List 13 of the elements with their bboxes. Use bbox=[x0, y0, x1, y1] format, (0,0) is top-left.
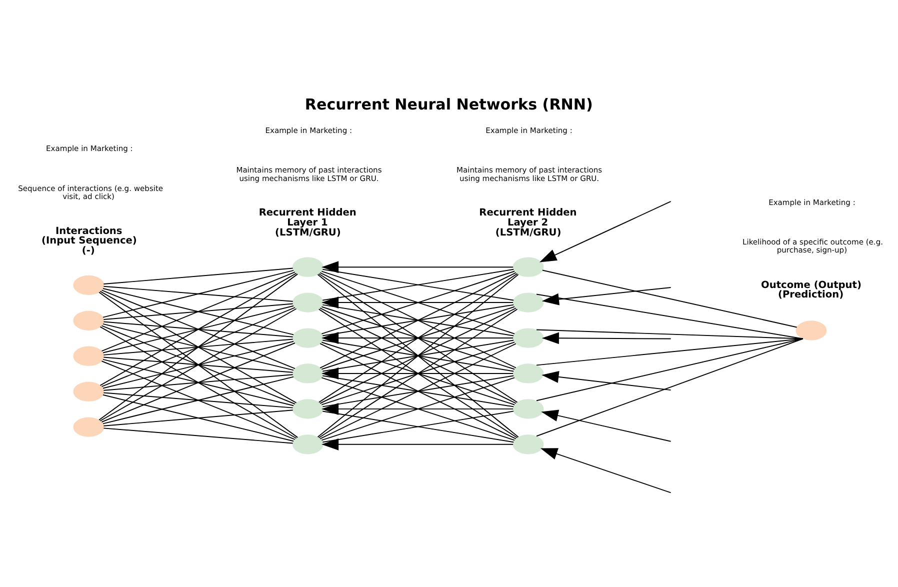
label: Maintains memory of past interactions using mechanisms like LSTM or GRU. bbox=[456, 165, 602, 183]
label: Likelihood of a specific outcome (e.g. purchase, sign-up) bbox=[742, 236, 884, 254]
label: Example in Marketing : bbox=[486, 126, 572, 135]
label: Recurrent Hidden Layer 2 (LSTM/GRU) bbox=[479, 207, 577, 238]
label: Example in Marketing : bbox=[46, 144, 133, 153]
diagram-title: Recurrent Neural Networks (RNN) bbox=[304, 94, 593, 113]
label: Outcome (Output) (Prediction) bbox=[761, 279, 862, 300]
label: Example in Marketing : bbox=[768, 197, 856, 206]
label: Recurrent Hidden Layer 1 (LSTM/GRU) bbox=[258, 207, 356, 238]
label: Example in Marketing : bbox=[265, 126, 352, 135]
label: Interactions (Input Sequence) (-) bbox=[42, 225, 137, 256]
label: Maintains memory of past interactions using mechanisms like LSTM or GRU. bbox=[236, 165, 382, 183]
label: Sequence of interactions (e.g. website visit, ad click) bbox=[18, 183, 164, 201]
